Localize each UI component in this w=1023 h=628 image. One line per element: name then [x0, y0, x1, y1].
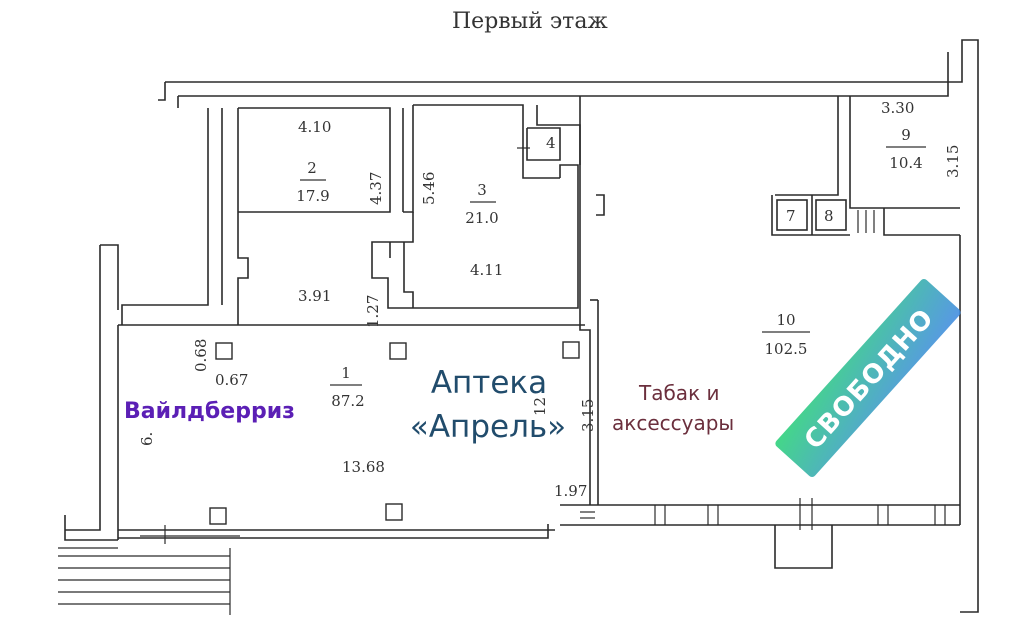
- dim-0-68: 0.68: [192, 339, 210, 372]
- columns: [209, 341, 580, 525]
- dim-5-46: 5.46: [420, 172, 438, 205]
- tenant-wildberries: Вайлдберриз: [124, 399, 295, 424]
- room-9-number: 9: [901, 126, 911, 144]
- tenant-tabak-line2: аксессуары: [612, 411, 734, 435]
- room-1-area: 87.2: [331, 392, 364, 410]
- room-2-number: 2: [307, 159, 317, 177]
- room-10-label: 10 102.5: [762, 311, 810, 358]
- room-8-number: 8: [824, 207, 834, 225]
- dim-6: 6.: [138, 432, 156, 446]
- free-badge-text: СВОБОДНО: [799, 303, 940, 455]
- dim-1-27: 1.27: [364, 295, 382, 328]
- dim-4-11: 4.11: [470, 261, 503, 279]
- dimension-labels: 4.10 4.37 5.46 4.11 3.91 1.27 0.68 0.67 …: [138, 99, 962, 500]
- dim-13-68: 13.68: [342, 458, 385, 476]
- room-10-area: 102.5: [765, 340, 808, 358]
- room-9-label: 9 10.4: [886, 126, 926, 172]
- tenant-apteka-line1: Аптека: [431, 365, 547, 401]
- dim-1-97: 1.97: [554, 482, 587, 500]
- room-3-label: 3 21.0: [465, 181, 498, 227]
- outer-walls: [58, 39, 979, 615]
- room-2-label: 2 17.9: [296, 159, 329, 205]
- room-7-number: 7: [786, 207, 796, 225]
- room-2-area: 17.9: [296, 187, 329, 205]
- room-2-walls: [237, 107, 404, 325]
- dim-4-10: 4.10: [298, 118, 331, 136]
- room-1-number: 1: [341, 364, 351, 382]
- dim-3-15-left: 3.15: [579, 399, 597, 432]
- tenant-tabak-line1: Табак и: [638, 381, 720, 405]
- window-marks: [140, 498, 946, 544]
- room-3-area: 21.0: [465, 209, 498, 227]
- dim-0-67: 0.67: [215, 371, 248, 389]
- partition-walls: [579, 96, 605, 505]
- room-9-area: 10.4: [889, 154, 922, 172]
- room-4-number: 4: [546, 134, 556, 152]
- dim-3-30: 3.30: [881, 99, 914, 117]
- free-badge: СВОБОДНО: [775, 279, 961, 477]
- dim-4-37: 4.37: [367, 172, 385, 205]
- room-3-number: 3: [477, 181, 487, 199]
- dim-3-91: 3.91: [298, 287, 331, 305]
- dim-12: 12: [531, 397, 549, 416]
- room-9-walls: [771, 96, 960, 236]
- dim-3-15-right: 3.15: [944, 145, 962, 178]
- plan-title: Первый этаж: [452, 9, 608, 34]
- room-1-label: 1 87.2: [330, 364, 365, 410]
- room-10-number: 10: [776, 311, 795, 329]
- tenant-apteka-line2: «Апрель»: [410, 409, 566, 445]
